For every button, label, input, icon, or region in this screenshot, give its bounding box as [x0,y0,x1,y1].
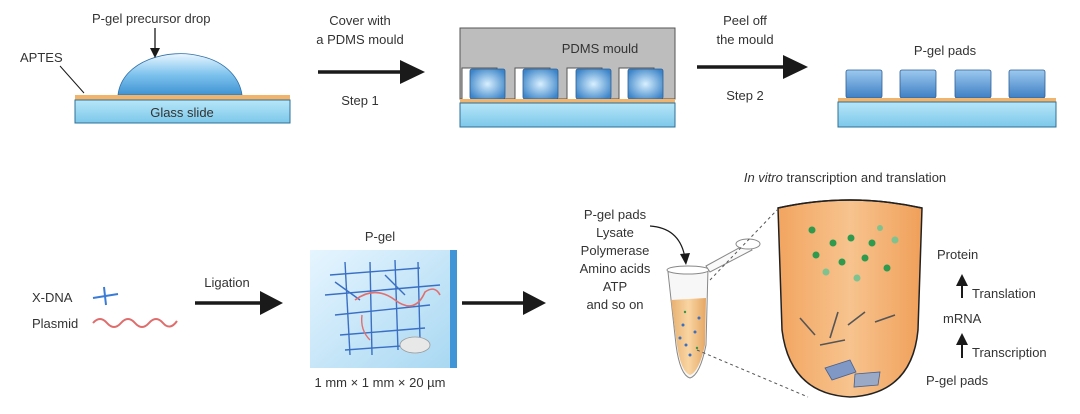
glass-slide-label: Glass slide [150,105,214,120]
pgel-label: P-gel [365,229,395,244]
ivt-heading: In vitro transcription and translation [744,170,946,185]
tube-particles [678,310,701,357]
transcription-arrowhead [956,333,968,345]
ivt-heading-italic: In vitro [744,170,783,185]
ligation-arrow-group: Ligation [195,275,283,315]
pgel-pads-title: P-gel pads [914,43,977,58]
pads-aptes-layer [838,98,1056,102]
zoom-line-top [709,209,778,281]
ingredient-item: ATP [603,279,627,294]
pgel-pad-shapes [824,359,881,388]
step1-arrowhead [400,60,425,84]
step2-bottom-label: the mould [716,32,773,47]
pgel-polymerase-shape [399,336,431,354]
mould-pad-3 [575,68,612,100]
step2-arrowhead [783,55,808,79]
main-arrow-group [462,291,546,315]
xdna-icon [92,286,119,306]
aptes-label: APTES [20,50,63,65]
precursor-drop [117,53,243,96]
xdna-label: X-DNA [32,290,73,305]
protein-label: Protein [937,247,978,262]
mrna-strands [799,311,896,346]
pgel-pads-bottom-label: P-gel pads [926,373,989,388]
ingredient-item: Amino acids [580,261,651,276]
step2-top-label: Peel off [723,13,767,28]
transcription-label: Transcription [972,345,1047,360]
step1-arrow-group: Cover with a PDMS mould Step 1 [316,13,425,108]
ligation-label: Ligation [204,275,250,290]
reaction-tube [666,238,761,379]
main-arrowhead [523,291,546,315]
ingredients-pointer-arrowhead [680,253,690,265]
mould-aptes-layer [460,99,675,103]
step2-label: Step 2 [726,88,764,103]
pgel-pad-1 [845,69,883,99]
pads-glass-slide [837,101,1057,128]
ligation-arrowhead [260,291,283,315]
step1-bottom-label: a PDMS mould [316,32,403,47]
step2-arrow-group: Peel off the mould Step 2 [697,13,808,103]
mould-pad-2 [522,68,559,100]
stage-pdms-mould: PDMS mould [459,27,676,128]
stage-precursor: Glass slide P-gel precursor drop APTES [20,11,291,124]
tube-lid [705,242,753,273]
plasmid-icon [92,318,178,328]
ingredients-pointer-line [649,225,686,259]
pgel-pad-2 [899,69,937,99]
precursor-pointer-arrowhead [150,48,160,58]
inputs-legend: X-DNA Plasmid [32,286,178,331]
process-labels: Protein Translation mRNA Transcription P… [926,247,1047,388]
pgel-plasmid-strand [354,288,441,307]
glass-slide [74,99,291,124]
step1-label: Step 1 [341,93,379,108]
pgel-square [310,250,450,368]
pgel-plasmid-strand-2 [360,314,371,341]
precursor-drop-label: P-gel precursor drop [92,11,211,26]
protein-dots [808,225,899,282]
plasmid-label: Plasmid [32,316,78,331]
translation-label: Translation [972,286,1036,301]
mrna-label: mRNA [943,311,982,326]
mould-glass-slide [459,102,676,128]
mould-pad-4 [627,68,664,100]
ingredient-item: P-gel pads [584,207,647,222]
pgel-dimension-label: 1 mm × 1 mm × 20 µm [314,375,445,390]
pgel-pad-4 [1008,69,1046,99]
pgel-square-edge [450,250,457,368]
mould-pad-1 [469,68,506,100]
translation-arrowhead [956,274,968,286]
aptes-pointer-line [59,65,85,94]
stage-pgel-pads: P-gel pads [837,43,1057,128]
zoom-line-bottom [696,349,809,398]
pgel-network [324,259,441,356]
zoom-beaker [777,199,923,398]
pgel-block: P-gel 1 mm × 1 mm × 20 µm [310,229,457,390]
ingredient-item: Lysate [596,225,634,240]
ingredient-item: and so on [586,297,643,312]
pgel-pad-3 [954,69,992,99]
ivt-heading-rest: transcription and translation [783,170,946,185]
pdms-mould-label: PDMS mould [562,41,639,56]
ingredients-list: P-gel pads Lysate Polymerase Amino acids… [580,207,651,312]
aptes-layer [75,95,290,100]
step1-top-label: Cover with [329,13,390,28]
ingredient-item: Polymerase [581,243,650,258]
